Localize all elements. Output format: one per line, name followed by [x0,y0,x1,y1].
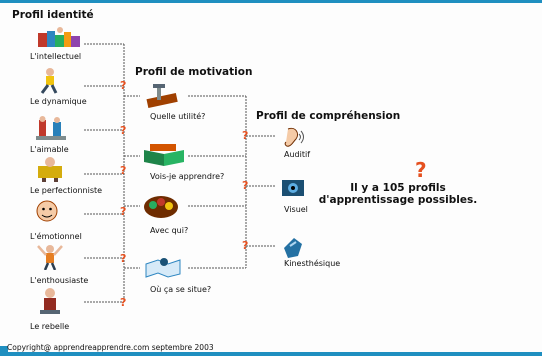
label-visuel: Visuel [284,205,308,214]
label-auditif: Auditif [284,150,311,159]
ear-icon [284,127,304,147]
top-border [0,0,542,3]
label-emotionnel: L'émotionnel [30,232,82,241]
summary-message: Il y a 105 profils d'apprentissage possi… [318,182,478,206]
open-book-icon [144,144,184,166]
question-mark-identite-3: ? [120,164,127,177]
label-quelle-utilite: Quelle utilité? [150,112,206,121]
label-rebelle: Le rebelle [30,322,70,331]
label-vois-je-apprendre: Vois-je apprendre? [150,172,225,181]
heading-profil-comprehension: Profil de compréhension [256,110,401,122]
question-mark-motivation-2: ? [242,179,249,192]
eye-monitor-icon [282,180,304,196]
enthusiast-icon [37,245,63,270]
copyright-footer: Copyright@ apprendreapprendre.com septem… [7,343,214,352]
question-mark-identite-5: ? [120,252,127,265]
books-icon [38,27,80,47]
question-mark-identite-6: ? [120,296,127,309]
question-mark-motivation-1: ? [242,129,249,142]
bottom-border [0,352,542,356]
label-enthousiaste: L'enthousiaste [30,276,89,285]
question-mark-identite-4: ? [120,205,127,218]
label-perfectionniste: Le perfectionniste [30,186,103,195]
tools-icon [146,84,178,108]
label-avec-qui: Avec qui? [150,226,189,235]
people-greeting-icon [36,116,66,140]
hand-icon [284,238,302,258]
question-mark-identite-2: ? [120,124,127,137]
label-intellectuel: L'intellectuel [30,52,82,61]
question-mark-motivation-3: ? [242,239,249,252]
question-mark-identite-1: ? [120,79,127,92]
group-icon [144,196,178,218]
heading-profil-motivation: Profil de motivation [135,66,253,78]
big-question-mark: ? [415,158,427,182]
corner-mark [0,346,8,356]
label-aimable: L'aimable [30,145,69,154]
label-ou-ca-se-situe: Où ça se situe? [150,285,212,294]
rebel-icon [40,288,60,314]
runner-icon [40,68,58,94]
label-kinesthesique: Kinesthésique [284,259,341,268]
perfectionist-icon [38,157,62,182]
map-icon [145,258,181,278]
label-dynamique: Le dynamique [30,97,87,106]
emotional-face-icon [36,200,58,222]
heading-profil-identite: Profil identité [12,9,94,21]
